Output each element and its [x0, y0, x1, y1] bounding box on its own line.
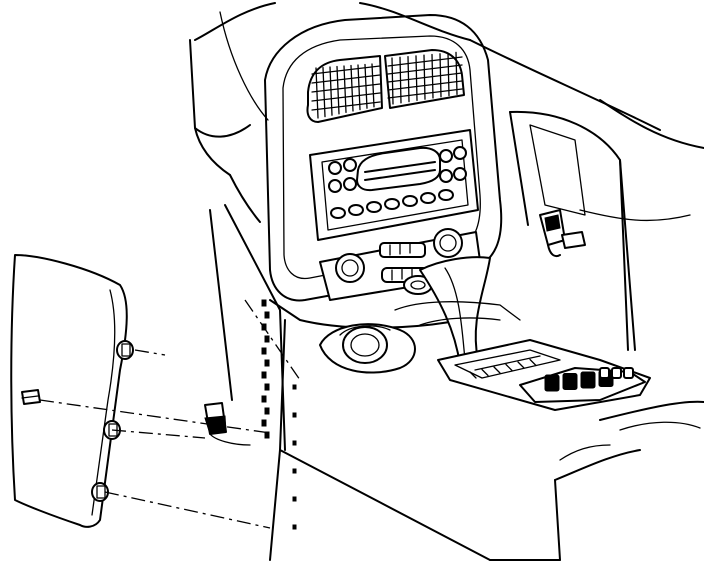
cassette-slot — [356, 146, 441, 192]
console-switch — [611, 367, 622, 379]
radio-knob — [328, 161, 342, 175]
radio-knob — [439, 149, 453, 163]
preset-button — [348, 204, 364, 216]
vent-slat — [387, 72, 463, 83]
fan-knob — [335, 253, 365, 283]
vent-slat — [357, 64, 361, 111]
console-slot — [292, 496, 297, 502]
console-slot — [261, 299, 267, 307]
vent-slat — [336, 65, 340, 115]
radio-head-unit — [309, 129, 479, 241]
radio-knob — [453, 167, 467, 181]
tray-rib — [481, 368, 489, 377]
console-slot — [261, 371, 267, 379]
alignment-lines — [39, 299, 301, 529]
console-slot — [264, 383, 270, 391]
radio-knob — [453, 146, 467, 160]
shifter-boot — [419, 256, 491, 366]
dashboard-outline — [189, 2, 704, 222]
tray-rib — [529, 358, 537, 367]
preset-button — [384, 198, 400, 210]
console-slot — [261, 395, 267, 403]
preset-button — [420, 192, 436, 204]
preset-button — [402, 195, 418, 207]
console-switch — [562, 373, 578, 390]
vent-slat — [311, 83, 381, 93]
console-slot — [292, 524, 297, 530]
console-slot — [261, 323, 267, 331]
vent-slat — [387, 64, 463, 75]
panel-clip — [116, 340, 134, 360]
console-slot — [264, 359, 270, 367]
console-switch — [580, 371, 596, 389]
panel-clip-post — [121, 343, 131, 357]
console-switch — [599, 367, 610, 379]
vent-slat — [311, 65, 381, 75]
center-console — [209, 174, 704, 561]
console-slot — [261, 419, 267, 427]
console-slot — [292, 412, 297, 418]
vent-slat — [387, 56, 463, 67]
right-closeout-panel — [509, 110, 636, 351]
console-slot — [264, 431, 270, 439]
vent-slat — [364, 63, 368, 109]
console-slot — [264, 407, 270, 415]
console-switch — [544, 374, 560, 392]
tray-rib — [517, 361, 525, 369]
preset-button — [366, 201, 382, 213]
retainer-clip — [204, 402, 251, 446]
vent-slat — [311, 74, 381, 84]
console-slot — [292, 440, 297, 446]
mode-switch — [379, 242, 426, 258]
radio-knob — [328, 179, 342, 193]
temp-knob — [433, 228, 463, 258]
preset-button — [330, 207, 346, 219]
console-side-slots — [261, 299, 297, 530]
air-vent-left — [306, 55, 383, 123]
vent-slat — [387, 80, 463, 91]
instrument-panel-bezel — [264, 14, 503, 302]
air-vent-right — [384, 49, 465, 109]
tray-rib — [474, 355, 541, 371]
tray-rib — [505, 363, 513, 372]
vent-slat — [350, 64, 354, 112]
console-slot — [261, 347, 267, 355]
console-storage-tray — [394, 301, 651, 411]
radio-knob — [343, 158, 357, 172]
left-closeout-panel — [10, 254, 134, 528]
console-switch — [623, 367, 634, 379]
console-slot — [292, 468, 297, 474]
vent-slat — [387, 88, 463, 99]
console-slot — [292, 384, 297, 390]
console-slot — [264, 311, 270, 319]
tray-rib — [493, 366, 501, 374]
vent-slat — [343, 65, 347, 114]
radio-knob — [439, 169, 453, 183]
radio-knob — [343, 177, 357, 191]
console-slot — [264, 335, 270, 343]
tray-rib — [469, 371, 477, 379]
cup-holder — [319, 323, 416, 374]
preset-button — [438, 189, 454, 201]
vent-slat — [311, 92, 381, 102]
vent-slat — [311, 101, 381, 111]
